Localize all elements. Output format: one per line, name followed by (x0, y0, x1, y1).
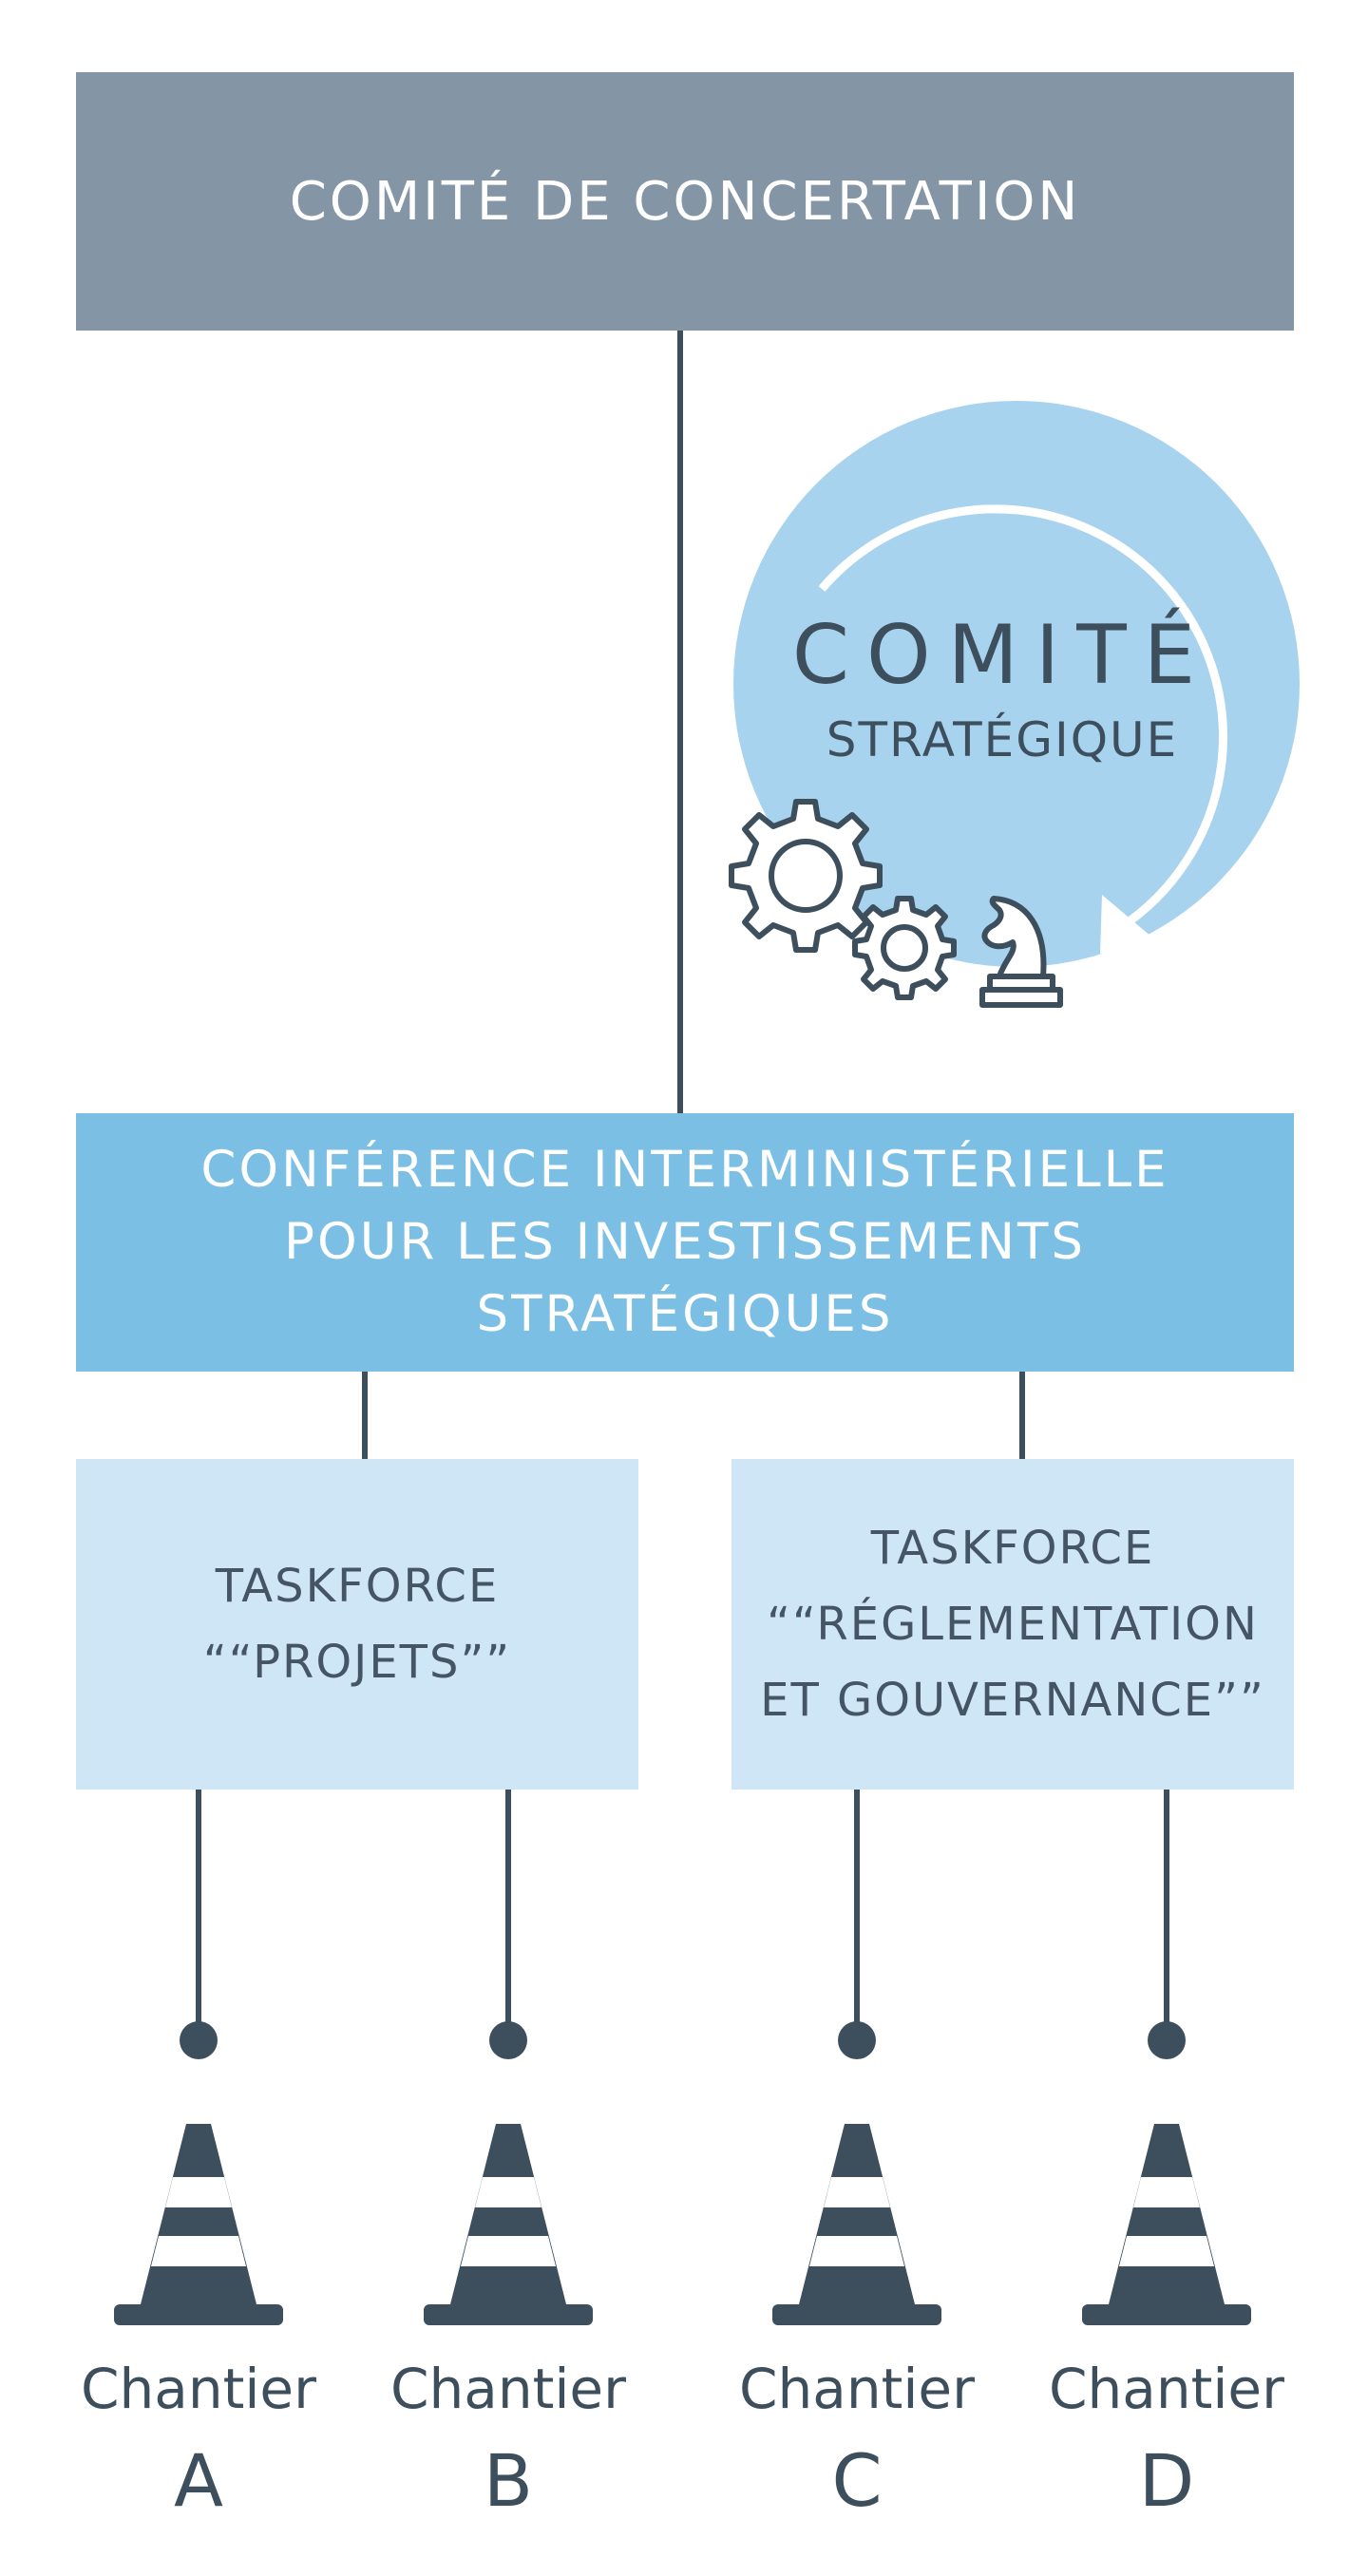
chantier-d-word: Chantier (1049, 2357, 1284, 2421)
taskforce-reglementation-line-3: ET GOUVERNANCE”” (760, 1674, 1265, 1727)
chantier-c-label: Chantier C (733, 2356, 980, 2529)
chantier-c-letter: C (831, 2438, 883, 2523)
small-gear-icon (852, 896, 957, 1000)
connector-dot-chantier-c (838, 2021, 876, 2059)
cycle-arrow-ring (818, 504, 1227, 931)
conference-interministerielle-box: CONFÉRENCE INTERMINISTÉRIELLE POUR LES I… (76, 1113, 1294, 1372)
chess-knight-icon (979, 896, 1063, 1008)
traffic-cone-icon-a (114, 2124, 283, 2325)
connector-chantier-b (505, 1790, 511, 2040)
cycle-arrow-head (1100, 895, 1165, 954)
connector-dot-chantier-b (489, 2021, 527, 2059)
chantier-a-word: Chantier (81, 2357, 316, 2421)
comite-de-concertation-label: COMITÉ DE CONCERTATION (289, 170, 1081, 233)
chantier-a-label: Chantier A (75, 2356, 322, 2529)
chantier-b-label: Chantier B (385, 2356, 632, 2529)
traffic-cone-icon-d (1082, 2124, 1251, 2325)
connector-chantier-a (196, 1790, 201, 2040)
large-gear-icon (729, 799, 883, 953)
connector-chantier-c (854, 1790, 860, 2040)
conference-line-2: POUR LES INVESTISSEMENTS (284, 1213, 1086, 1271)
chantier-d-letter: D (1138, 2438, 1195, 2523)
chantier-b-word: Chantier (390, 2357, 626, 2421)
connector-dot-chantier-d (1148, 2021, 1186, 2059)
connector-conference-to-taskforce-projets (362, 1372, 368, 1459)
traffic-cone-icon-c (772, 2124, 941, 2325)
taskforce-projets-line-2: ““PROJETS”” (202, 1636, 512, 1689)
chantier-b-letter: B (483, 2438, 534, 2523)
strategic-committee-subtitle: STRATÉGIQUE (826, 712, 1179, 767)
connector-chantier-d (1164, 1790, 1169, 2040)
connector-dot-chantier-a (180, 2021, 218, 2059)
connector-conference-to-taskforce-reglementation (1019, 1372, 1025, 1459)
taskforce-projets-box: TASKFORCE ““PROJETS”” (76, 1459, 638, 1790)
chantier-a-letter: A (174, 2438, 223, 2523)
strategic-committee-graphic (729, 401, 1300, 1008)
taskforce-projets-line-1: TASKFORCE (215, 1560, 500, 1613)
chantier-c-word: Chantier (739, 2357, 975, 2421)
chantier-d-label: Chantier D (1043, 2356, 1290, 2529)
taskforce-reglementation-line-2: ““RÉGLEMENTATION (767, 1598, 1259, 1651)
taskforce-reglementation-line-1: TASKFORCE (870, 1522, 1155, 1575)
connector-top-to-conference (677, 331, 683, 1113)
strategic-committee-title: COMITÉ (791, 608, 1213, 703)
conference-line-3: STRATÉGIQUES (476, 1285, 894, 1343)
traffic-cone-icon-b (424, 2124, 593, 2325)
conference-line-1: CONFÉRENCE INTERMINISTÉRIELLE (200, 1141, 1169, 1199)
comite-de-concertation-box: COMITÉ DE CONCERTATION (76, 72, 1294, 331)
taskforce-reglementation-box: TASKFORCE ““RÉGLEMENTATION ET GOUVERNANC… (732, 1459, 1294, 1790)
